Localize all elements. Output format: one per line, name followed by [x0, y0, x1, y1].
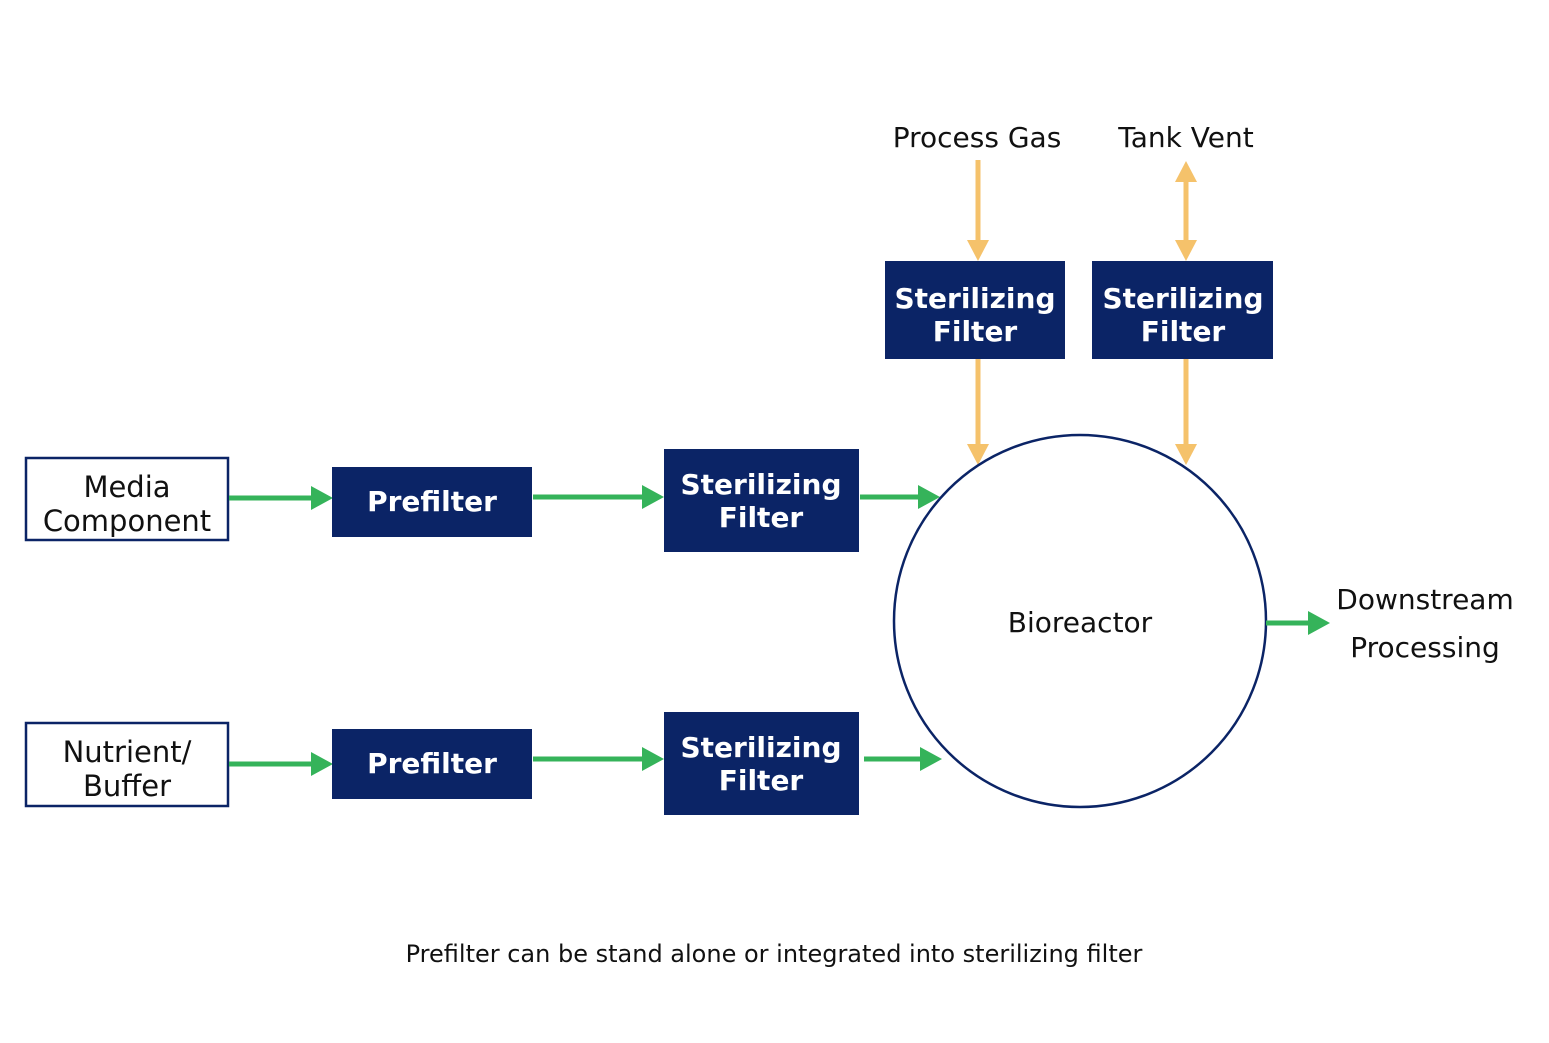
arrow-prefilter-to-sterilizing-bottom — [533, 747, 664, 771]
arrow-process-gas-to-filter — [967, 160, 989, 261]
bioreactor-label: Bioreactor — [1008, 606, 1153, 639]
sterilizing-filter-node-media: Sterilizing Filter — [664, 449, 859, 552]
sterilizing-filter-label-line1: Sterilizing — [680, 731, 841, 764]
downstream-processing-label-line1: Downstream — [1336, 583, 1513, 616]
nutrient-buffer-label-line1: Nutrient/ — [63, 735, 192, 769]
sterilizing-filter-label-line2: Filter — [719, 764, 804, 797]
prefilter-node-top: Prefilter — [332, 467, 532, 537]
arrow-tank-vent-filter-to-bioreactor — [1175, 359, 1197, 465]
sterilizing-filter-node-process-gas: Sterilizing Filter — [885, 261, 1065, 359]
arrow-prefilter-to-sterilizing-top — [533, 485, 664, 509]
downstream-processing-label-line2: Processing — [1350, 631, 1500, 664]
media-component-label-line1: Media — [83, 470, 170, 504]
sterilizing-filter-label-line1: Sterilizing — [1102, 282, 1263, 315]
arrow-tank-vent-bidirectional — [1175, 161, 1197, 261]
tank-vent-label: Tank Vent — [1117, 121, 1253, 154]
arrow-process-gas-filter-to-bioreactor — [967, 359, 989, 465]
nutrient-buffer-label-line2: Buffer — [83, 769, 171, 803]
sterilizing-filter-label-line2: Filter — [1141, 315, 1226, 348]
arrow-sterilizing-to-bioreactor-bottom — [864, 747, 942, 771]
sterilizing-filter-label-line1: Sterilizing — [680, 468, 841, 501]
sterilizing-filter-node-tank-vent: Sterilizing Filter — [1092, 261, 1273, 359]
process-gas-label: Process Gas — [893, 121, 1062, 154]
arrow-sterilizing-to-bioreactor-top — [860, 485, 940, 509]
arrow-nutrient-to-prefilter — [229, 752, 333, 776]
bioreactor-node: Bioreactor — [892, 433, 1268, 809]
arrow-media-to-prefilter — [229, 486, 333, 510]
prefilter-label-top: Prefilter — [367, 485, 497, 518]
sterilizing-filter-node-nutrient: Sterilizing Filter — [664, 712, 859, 815]
prefilter-node-bottom: Prefilter — [332, 729, 532, 799]
sterilizing-filter-label-line2: Filter — [719, 501, 804, 534]
sterilizing-filter-label-line2: Filter — [933, 315, 1018, 348]
nutrient-buffer-node: Nutrient/ Buffer — [24, 721, 230, 808]
prefilter-label-bottom: Prefilter — [367, 747, 497, 780]
media-component-label-line2: Component — [43, 504, 211, 538]
diagram-footnote: Prefilter can be stand alone or integrat… — [406, 940, 1143, 968]
arrow-bioreactor-to-downstream — [1266, 611, 1330, 635]
media-component-node: Media Component — [24, 456, 230, 542]
sterilizing-filter-label-line1: Sterilizing — [894, 282, 1055, 315]
